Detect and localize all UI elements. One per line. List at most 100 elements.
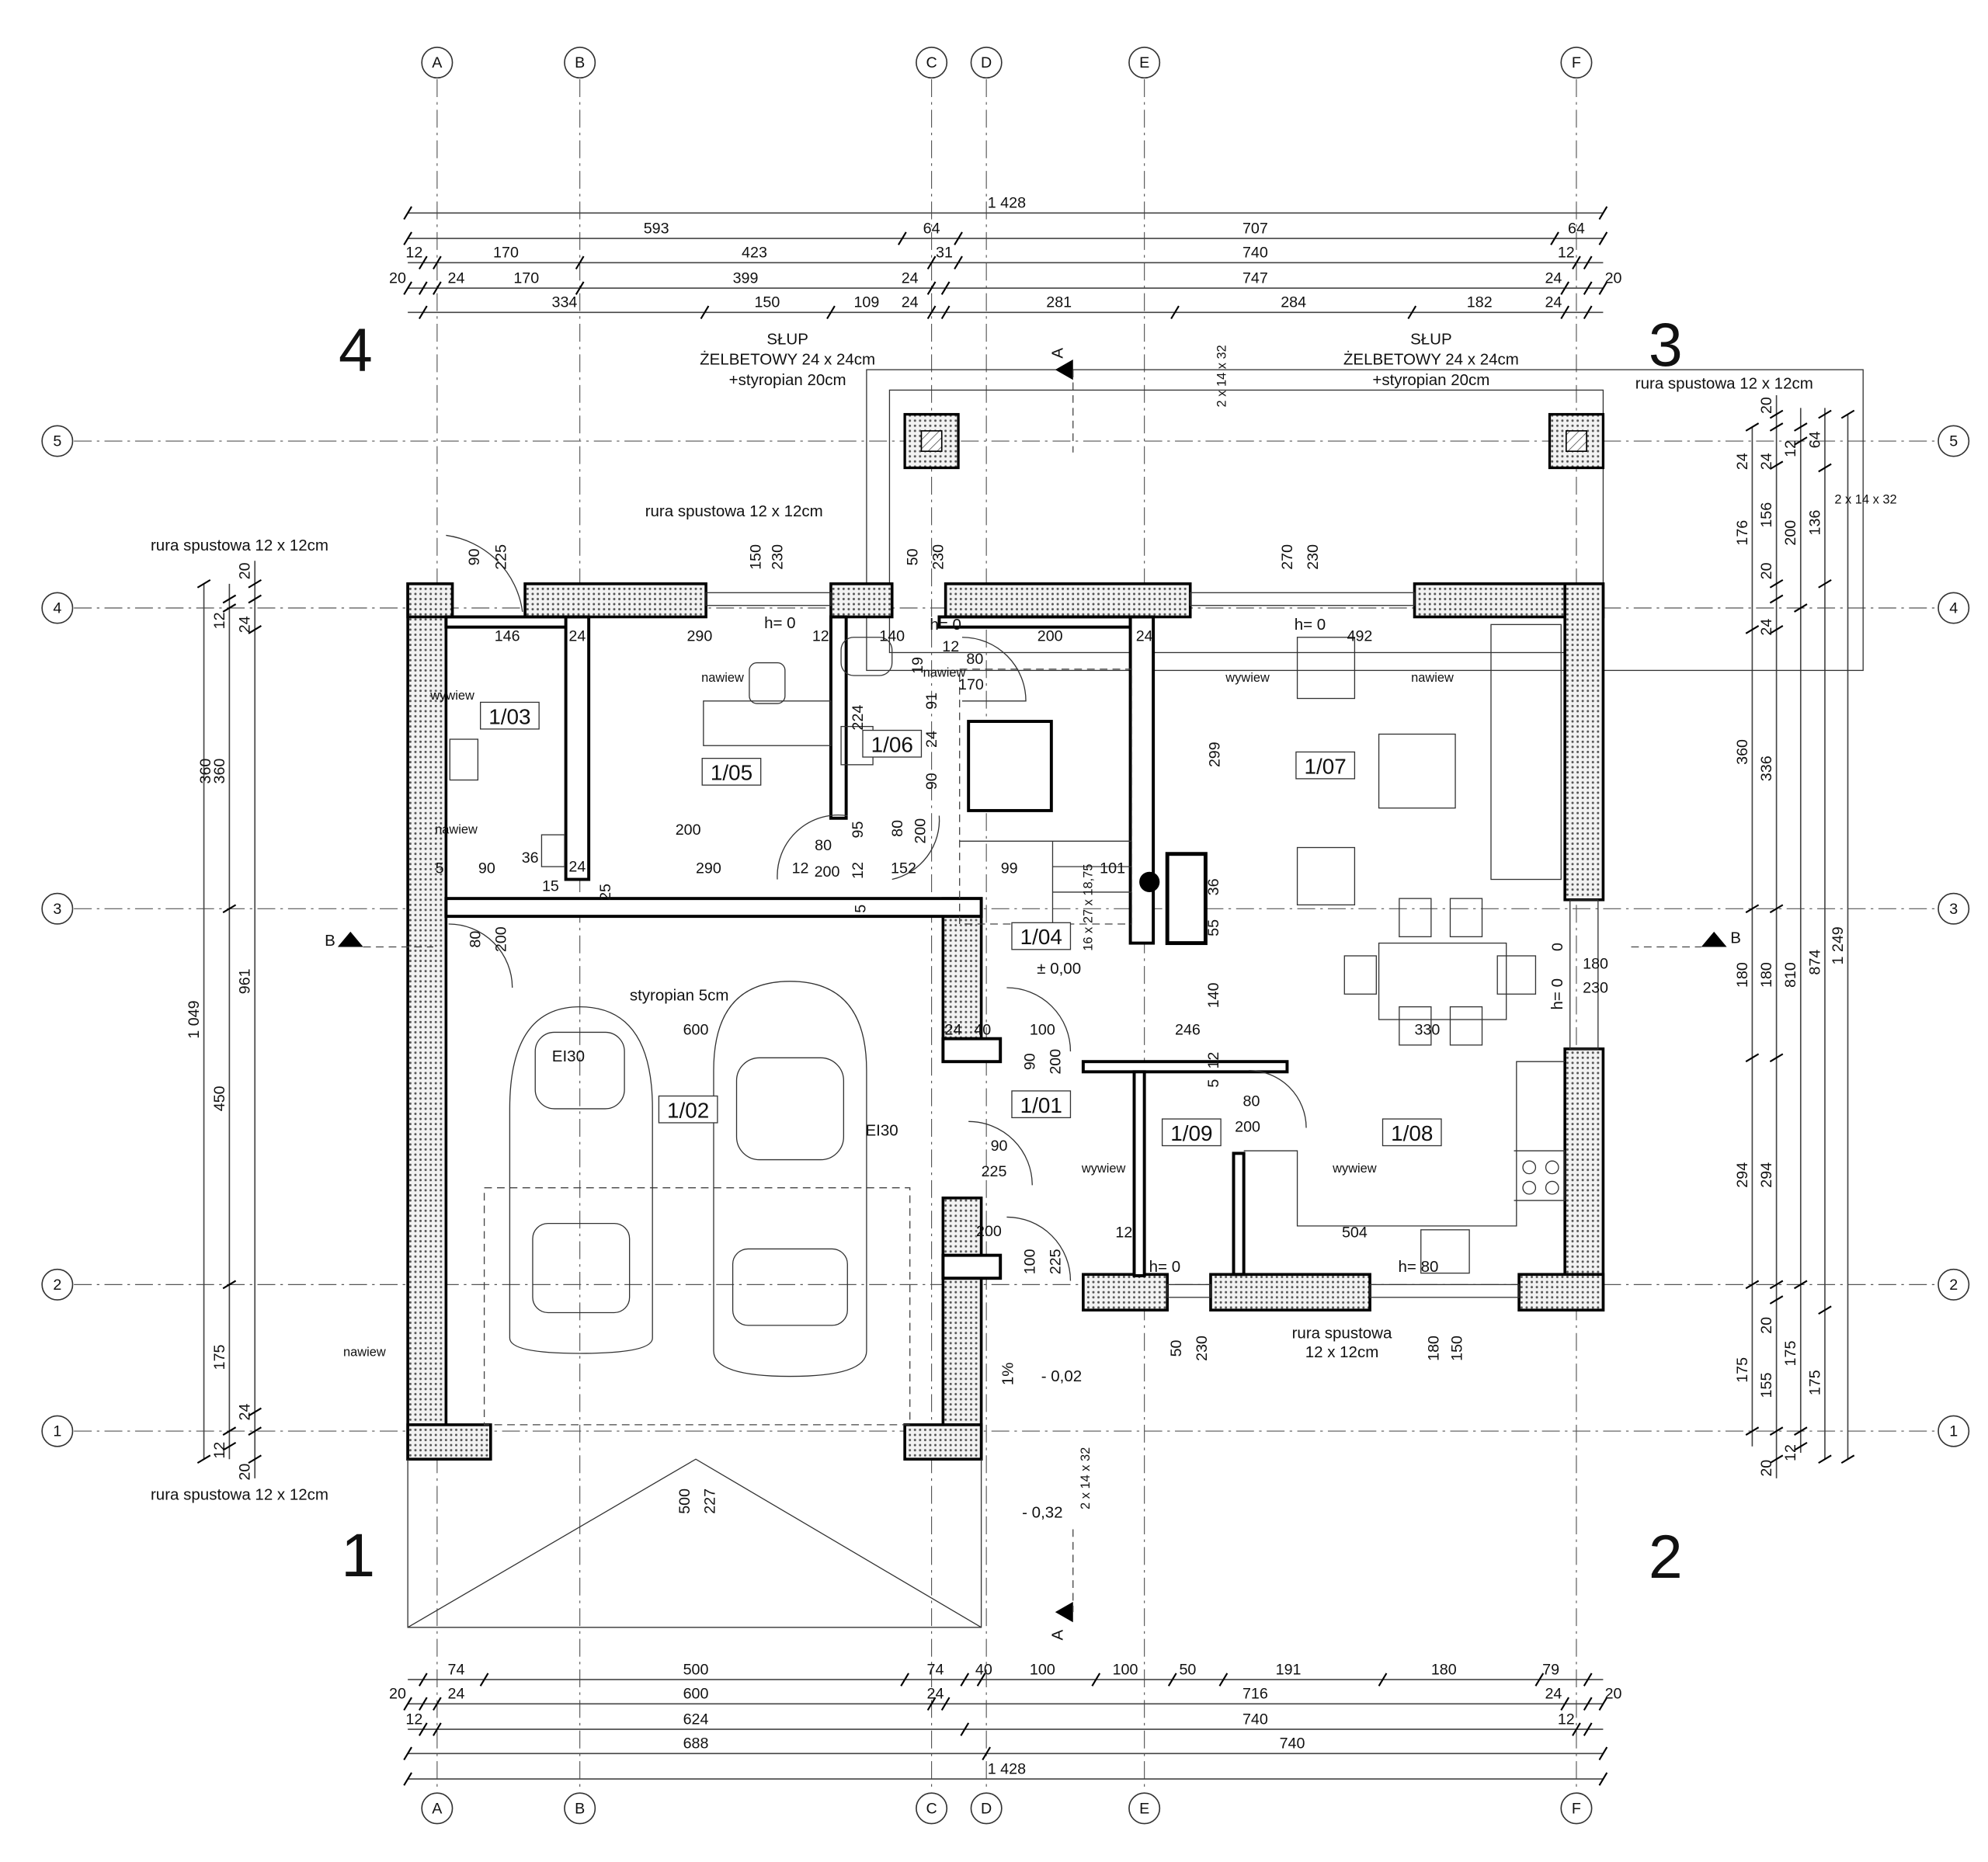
dimension-value: 12 — [1782, 1444, 1799, 1461]
interior-dimension: 80 — [1243, 1093, 1260, 1110]
room-1-09[interactable]: 1/09 — [1161, 1118, 1222, 1147]
car-right — [713, 981, 867, 1377]
grid-label-E: E — [1139, 1800, 1149, 1817]
interior-dimension: 230 — [1194, 1336, 1211, 1361]
grid-bubble — [41, 425, 74, 457]
dimension-tick — [1818, 463, 1832, 473]
dimension-value: 24 — [1734, 453, 1751, 470]
chimney — [1165, 852, 1208, 946]
interior-dimension: 19 — [909, 657, 926, 674]
dimension-tick — [418, 1673, 428, 1687]
room-number: 1/07 — [1305, 754, 1347, 778]
dimension-tick — [1583, 1697, 1593, 1711]
dimension-value: 1 249 — [1830, 926, 1847, 964]
dimension-value: 20 — [389, 1686, 406, 1703]
interior-dimension: 24 — [568, 628, 586, 645]
interior-dimension: 5 — [436, 860, 444, 877]
dimension-tick — [1769, 1280, 1784, 1290]
interior-dimension: 600 — [683, 1022, 709, 1039]
room-1-03[interactable]: 1/03 — [480, 701, 540, 730]
dimension-tick — [222, 904, 237, 914]
room-number: 1/09 — [1170, 1121, 1212, 1145]
dimension-tick — [248, 594, 262, 604]
ventilation-note: wywiew — [1081, 1162, 1126, 1176]
room-1-02[interactable]: 1/02 — [658, 1095, 718, 1124]
interior-dimension: 90 — [1022, 1053, 1039, 1070]
dimension-tick — [926, 305, 937, 320]
interior-dimension: 95 — [850, 822, 867, 839]
dimension-value: 24 — [902, 270, 919, 287]
dimension-tick — [1745, 1053, 1760, 1063]
column-note: +styropian 20cm — [729, 371, 846, 389]
sill-height: h= 0 — [764, 614, 795, 632]
interior-dimension: 246 — [1175, 1022, 1201, 1039]
interior-dimension: 492 — [1347, 628, 1373, 645]
terrace-inner — [888, 389, 1604, 654]
dimension-value: 20 — [1758, 562, 1775, 579]
dimension-value: 170 — [493, 245, 519, 262]
dimension-tick — [1091, 1673, 1101, 1687]
dimension-tick — [1598, 231, 1608, 245]
room-1-01[interactable]: 1/01 — [1011, 1090, 1072, 1119]
dimension-tick — [1572, 1722, 1581, 1736]
room-1-07[interactable]: 1/07 — [1295, 751, 1356, 780]
grid-label-1: 1 — [1949, 1423, 1958, 1440]
grid-bubble — [970, 47, 1003, 79]
dimension-tick — [976, 1673, 986, 1687]
room-1-08[interactable]: 1/08 — [1382, 1118, 1442, 1147]
sill-height: h= 0 — [1295, 616, 1326, 634]
interior-dimension: 99 — [1001, 860, 1018, 877]
interior-dimension: 200 — [912, 818, 929, 844]
dimension-value: 175 — [1734, 1357, 1751, 1383]
dimension-tick — [1598, 1697, 1608, 1711]
dimension-value: 200 — [1782, 520, 1799, 546]
dimension-value: 24 — [448, 270, 465, 287]
dimension-tick — [960, 1722, 970, 1736]
dimension-value: 12 — [405, 245, 422, 262]
room-1-04[interactable]: 1/04 — [1011, 922, 1072, 950]
interior-dimension: 24 — [923, 731, 940, 748]
dimension-value: 191 — [1276, 1662, 1302, 1679]
dimension-value: 624 — [683, 1711, 709, 1728]
dimension-value: 24 — [237, 1403, 254, 1420]
grid-label-2: 2 — [1949, 1277, 1958, 1294]
dimension-tick — [1598, 1772, 1608, 1786]
dimension-tick — [1745, 422, 1760, 432]
dimension-tick — [926, 255, 937, 270]
interior-dimension: 80 — [889, 820, 906, 837]
dimension-value: 109 — [853, 294, 879, 311]
dimension-value: 40 — [975, 1662, 992, 1679]
room-1-06[interactable]: 1/06 — [862, 729, 923, 758]
room-number: 1/06 — [871, 732, 913, 756]
interior-dimension: 225 — [982, 1163, 1007, 1180]
downpipe-note: rura spustowa — [1292, 1324, 1392, 1342]
dimension-value: 24 — [902, 294, 919, 311]
interior-dimension: 12 — [942, 638, 959, 655]
sector-number: 3 — [1649, 311, 1683, 379]
ventilation-note: wywiew — [1332, 1162, 1377, 1176]
downpipe-note: rura spustowa 12 x 12cm — [151, 1486, 328, 1504]
sill-height: h= 0 — [1548, 978, 1566, 1009]
stove-flue — [1139, 871, 1160, 892]
interior-dimension: 90 — [466, 548, 483, 565]
dimension-value: 182 — [1467, 294, 1493, 311]
interior-dimension: 90 — [991, 1138, 1008, 1155]
dimension-tick — [1745, 1280, 1760, 1290]
dimension-tick — [1794, 1441, 1808, 1451]
furniture — [449, 624, 1566, 1274]
dimension-tick — [940, 1697, 951, 1711]
dimension-tick — [1769, 594, 1784, 604]
dimension-tick — [403, 1746, 412, 1761]
dimension-tick — [1794, 422, 1808, 432]
dimension-tick — [1534, 1673, 1545, 1687]
wall-south — [1209, 1273, 1371, 1312]
dimension-value: 874 — [1806, 950, 1823, 975]
level-mark: - 0,02 — [1041, 1367, 1082, 1385]
dimension-tick — [433, 1722, 442, 1736]
sector-number: 2 — [1649, 1523, 1683, 1591]
dimension-value: 175 — [1806, 1370, 1823, 1395]
interior-dimension: 140 — [1205, 982, 1222, 1008]
dimension-value: 12 — [211, 612, 228, 629]
interior-dimension: 50 — [1168, 1339, 1185, 1357]
room-1-05[interactable]: 1/05 — [701, 757, 762, 786]
